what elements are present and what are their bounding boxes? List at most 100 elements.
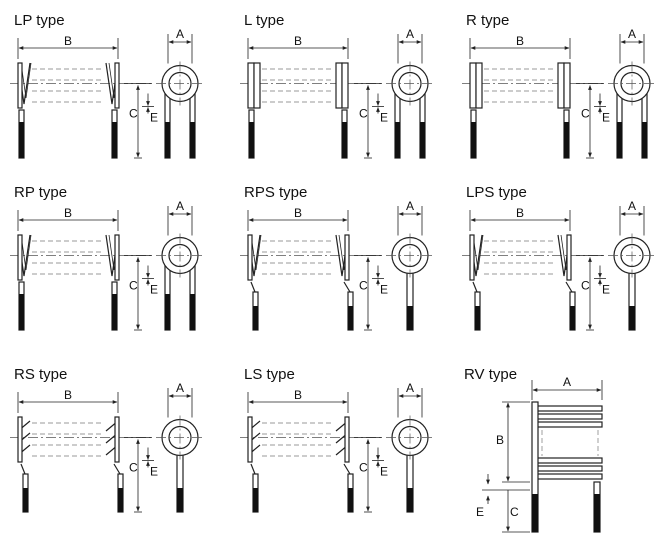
coil-end-ring: [475, 62, 483, 109]
panel-title: LS type: [244, 366, 295, 383]
leg-bend: [343, 463, 351, 475]
e-label: E: [150, 283, 158, 297]
panel-title: RP type: [14, 184, 67, 201]
e-label: E: [476, 505, 484, 519]
leg-left: [253, 306, 258, 330]
end-view-leg-left: [165, 294, 170, 330]
leg-left: [249, 122, 254, 158]
coil-end-wall: [344, 234, 350, 281]
leg-right: [348, 488, 353, 512]
b-label: B: [64, 206, 72, 220]
coil-end-wall: [247, 416, 253, 463]
panel-title: R type: [466, 12, 509, 29]
a-label: A: [406, 199, 414, 213]
e-label: E: [380, 465, 388, 479]
coil-v-inner: [472, 234, 484, 271]
leg-right: [570, 306, 575, 330]
b-label: B: [294, 206, 302, 220]
leg-left: [23, 488, 28, 512]
rv-leg-left: [532, 494, 538, 532]
c-label: C: [129, 279, 138, 293]
rv-winding: [535, 473, 603, 480]
coil-end-wall: [17, 62, 23, 109]
coil-end-wall: [247, 234, 253, 281]
leg-left: [475, 306, 480, 330]
b-label: B: [516, 34, 524, 48]
a-label: A: [176, 199, 184, 213]
coil-end-wall: [114, 416, 120, 463]
coil-end-wall: [114, 62, 120, 109]
e-label: E: [380, 111, 388, 125]
end-view-leg: [177, 488, 183, 512]
b-label: B: [64, 34, 72, 48]
leg-right: [564, 122, 569, 158]
end-view-leg: [629, 306, 635, 330]
c-label: C: [581, 279, 590, 293]
a-label: A: [176, 381, 184, 395]
leg-bend: [20, 463, 26, 475]
c-label: C: [129, 107, 138, 121]
end-view-leg-right: [642, 122, 647, 158]
a-label: A: [406, 27, 414, 41]
a-label: A: [176, 27, 184, 41]
coil-end-ring: [563, 62, 571, 109]
coil-end-ring: [253, 62, 261, 109]
end-view-leg-left: [617, 122, 622, 158]
c-label: C: [359, 107, 368, 121]
a-label: A: [628, 199, 636, 213]
leg-right: [112, 294, 117, 330]
leg-left: [19, 294, 24, 330]
panel-title: LPS type: [466, 184, 527, 201]
leg-bend: [472, 281, 478, 293]
end-view-leg-right: [190, 122, 195, 158]
coil-end-wall: [469, 234, 475, 281]
coil-end-wall: [114, 234, 120, 281]
end-view-leg-left: [165, 122, 170, 158]
a-label: A: [406, 381, 414, 395]
leg-right: [342, 122, 347, 158]
e-label: E: [602, 283, 610, 297]
panel-title: RPS type: [244, 184, 307, 201]
end-view-leg: [407, 306, 413, 330]
leg-bend: [250, 463, 256, 475]
a-label: A: [628, 27, 636, 41]
rv-leg-right: [594, 494, 600, 532]
panel-title: L type: [244, 12, 284, 29]
c-label: C: [129, 461, 138, 475]
end-view-leg: [407, 488, 413, 512]
coil-end-wall: [344, 416, 350, 463]
end-view-leg-right: [190, 294, 195, 330]
e-label: E: [380, 283, 388, 297]
b-label: B: [64, 388, 72, 402]
coil-v-inner: [20, 62, 32, 99]
leg-right: [118, 488, 123, 512]
rv-title: RV type: [464, 366, 517, 383]
b-label: B: [516, 206, 524, 220]
c-label: C: [359, 279, 368, 293]
leg-bend: [113, 463, 121, 475]
leg-left: [253, 488, 258, 512]
leg-bend: [565, 281, 573, 293]
leg-left: [19, 122, 24, 158]
c-label: C: [359, 461, 368, 475]
leg-bend: [343, 281, 351, 293]
rv-winding: [535, 405, 603, 412]
coil-end-ring: [557, 62, 565, 109]
coil-v-inner: [250, 234, 262, 271]
rv-winding: [535, 457, 603, 464]
b-label: B: [294, 388, 302, 402]
coil-end-wall: [566, 234, 572, 281]
coil-end-ring: [341, 62, 349, 109]
a-label: A: [563, 375, 571, 389]
coil-end-ring: [335, 62, 343, 109]
